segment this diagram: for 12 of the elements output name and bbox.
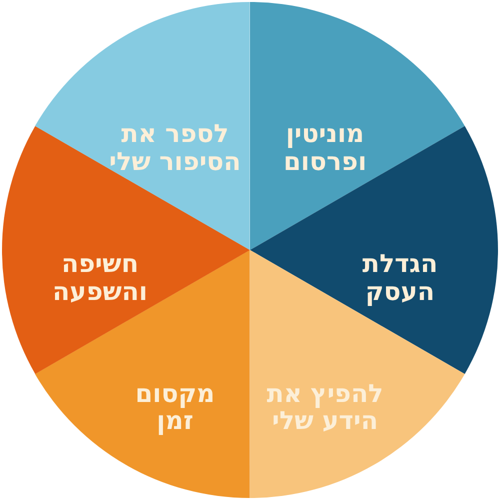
pie-segment	[35, 2, 250, 250]
segment-label: הגדלת העסק	[361, 250, 439, 305]
pie-segment	[250, 2, 465, 250]
pie-segment	[2, 126, 250, 374]
segment-label: לספר את הסיפור שלי	[108, 120, 242, 176]
segment-label: מוניטין ופרסום	[282, 120, 368, 176]
pie-segment	[250, 126, 498, 374]
segment-label: מקסום זמן	[134, 380, 216, 435]
pie-segment	[35, 250, 250, 498]
segment-label: חשיפה והשפעה	[52, 250, 148, 305]
segment-label: להפיץ את הידע שלי	[266, 380, 384, 435]
pie-segment	[250, 250, 465, 498]
